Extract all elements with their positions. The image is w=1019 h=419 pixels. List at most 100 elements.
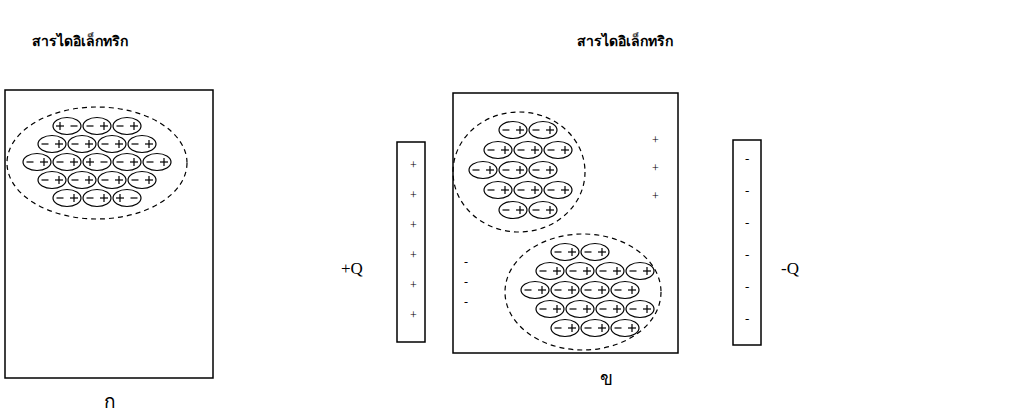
dipole-symbol	[581, 320, 609, 337]
plus-sign	[646, 267, 647, 275]
dipole-outline	[536, 301, 564, 318]
minus-sign	[42, 143, 49, 144]
minus-sign	[533, 169, 540, 170]
plus-sign	[601, 248, 602, 256]
domain-outline	[505, 234, 661, 350]
plus-sign	[73, 194, 74, 202]
dipole-symbol	[611, 320, 639, 337]
panel-title: สารไดอิเล็กทริก	[32, 35, 128, 49]
dipole-outline	[581, 320, 609, 337]
dipole-outline	[128, 136, 156, 153]
plus-sign	[89, 158, 90, 166]
dipole-outline	[499, 162, 527, 179]
plus-sign	[519, 126, 520, 134]
surface-charge: -	[464, 296, 468, 308]
dielectric-block	[5, 90, 213, 378]
dipole-outline	[83, 118, 111, 135]
dipole-outline	[469, 162, 497, 179]
dipole-outline	[626, 263, 654, 280]
dipole-outline	[544, 142, 572, 159]
plus-sign	[646, 305, 647, 313]
dipole-outline	[551, 320, 579, 337]
dipole-outline	[596, 263, 624, 280]
dielectric-block	[453, 93, 678, 353]
plus-sign	[504, 146, 505, 154]
minus-sign	[555, 289, 562, 290]
domain-outline	[453, 112, 585, 232]
minus-sign	[87, 197, 94, 198]
dipole-outline	[53, 118, 81, 135]
plus-sign	[489, 166, 490, 174]
plus-sign	[519, 206, 520, 214]
dipole-outline	[499, 122, 527, 139]
dipole-symbol	[38, 136, 66, 153]
plus-sign	[103, 194, 104, 202]
dipole-outline	[128, 172, 156, 189]
minus-sign	[72, 179, 79, 180]
plus-sign	[148, 140, 149, 148]
dipole-symbol	[113, 118, 141, 135]
dipole-outline	[611, 320, 639, 337]
plate-charge: +	[410, 279, 417, 291]
plus-sign	[564, 186, 565, 194]
dipole-symbol	[68, 172, 96, 189]
plus-sign	[88, 140, 89, 148]
dipole-symbol	[98, 136, 126, 153]
plus-sign	[119, 194, 120, 202]
dipole-symbol	[113, 190, 141, 207]
dipole-outline	[113, 154, 141, 171]
dipole-outline	[566, 301, 594, 318]
minus-sign	[518, 149, 525, 150]
plus-sign	[616, 305, 617, 313]
plus-sign	[148, 176, 149, 184]
plus-sign	[556, 267, 557, 275]
dipole-symbol	[529, 122, 557, 139]
plus-sign	[571, 248, 572, 256]
minus-sign	[585, 327, 592, 328]
plate-charge: +	[410, 159, 417, 171]
dipole-symbol	[499, 202, 527, 219]
dipole-symbol	[53, 190, 81, 207]
plus-sign	[601, 286, 602, 294]
dipole-symbol	[544, 142, 572, 159]
plus-sign	[616, 267, 617, 275]
minus-sign	[132, 143, 139, 144]
plus-sign	[519, 166, 520, 174]
dipole-outline	[536, 263, 564, 280]
plus-sign	[541, 286, 542, 294]
dipole-symbol	[611, 282, 639, 299]
plus-sign	[118, 176, 119, 184]
dipole-symbol	[514, 182, 542, 199]
dipole-outline	[596, 301, 624, 318]
dipole-outline	[23, 154, 51, 171]
minus-sign	[555, 327, 562, 328]
negative-plate	[733, 140, 761, 345]
surface-charge: +	[652, 134, 659, 146]
dipole-symbol	[499, 122, 527, 139]
plus-sign	[586, 267, 587, 275]
charge-label: -Q	[781, 260, 799, 277]
dipole-outline	[484, 142, 512, 159]
minus-sign	[533, 209, 540, 210]
dipole-outline	[484, 182, 512, 199]
surface-charge: +	[652, 162, 659, 174]
plus-sign	[601, 324, 602, 332]
plus-sign	[133, 122, 134, 130]
plus-sign	[534, 146, 535, 154]
dipole-outline	[53, 154, 81, 171]
dipole-outline	[514, 142, 542, 159]
dipole-outline	[83, 154, 111, 171]
minus-sign	[503, 169, 510, 170]
plus-sign	[103, 122, 104, 130]
plus-sign	[73, 158, 74, 166]
minus-sign	[630, 308, 637, 309]
dipole-symbol	[626, 263, 654, 280]
plate-charge: +	[410, 219, 417, 231]
dipole-symbol	[499, 162, 527, 179]
plus-sign	[549, 166, 550, 174]
minus-sign	[488, 149, 495, 150]
minus-sign	[525, 289, 532, 290]
dipole-outline	[626, 301, 654, 318]
dipole-symbol	[113, 154, 141, 171]
